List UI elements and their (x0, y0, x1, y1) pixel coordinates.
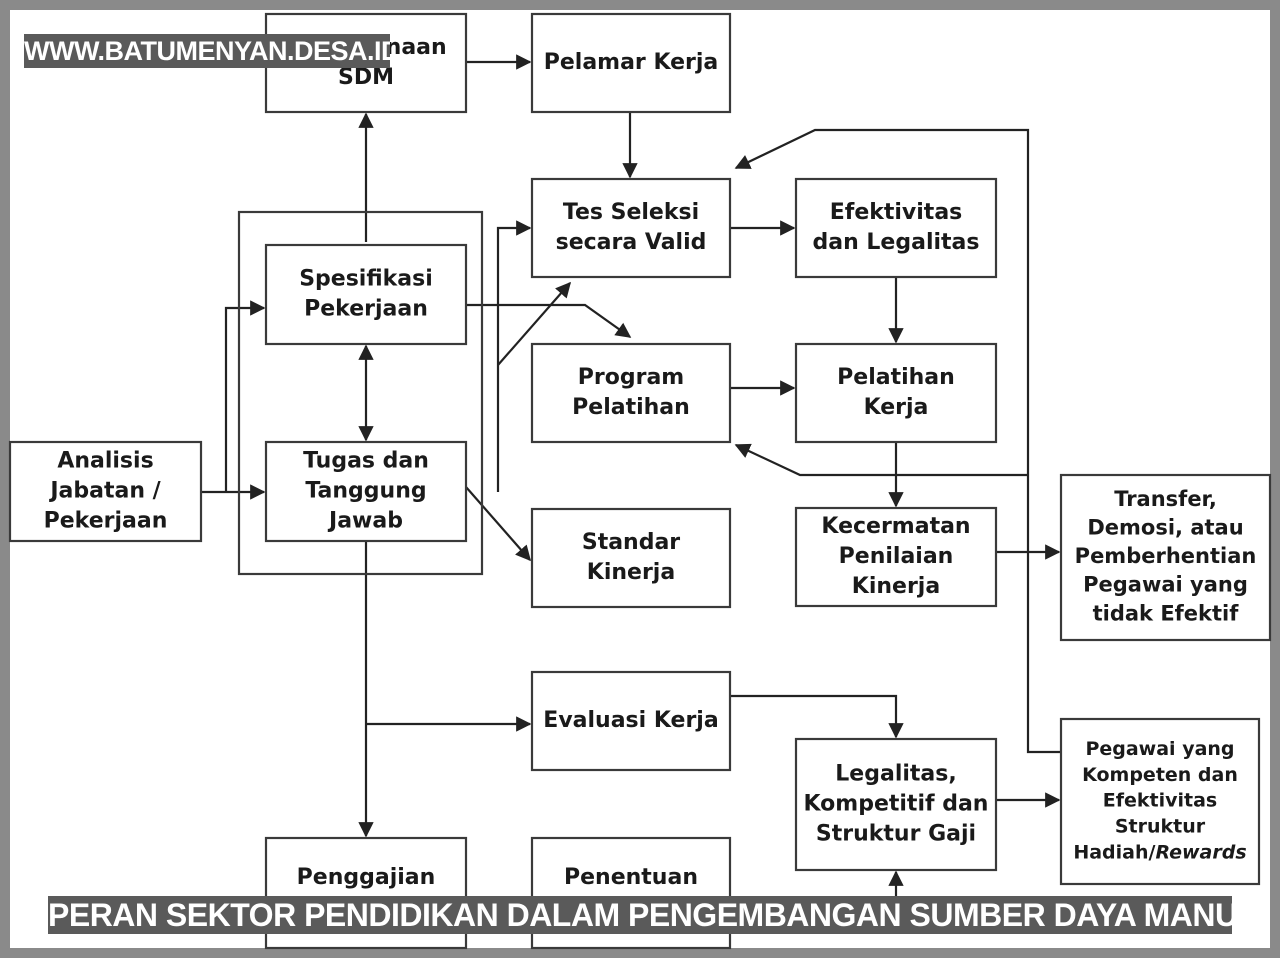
node-box (530, 507, 732, 609)
node-label-line: Pekerjaan (304, 296, 428, 321)
node-box (264, 440, 468, 543)
node-box (794, 506, 998, 608)
connector-arrow (224, 300, 266, 492)
node-label-line: Spesifikasi (299, 266, 433, 291)
node-label-line: Tugas dan (303, 449, 429, 474)
connector-arrow (466, 303, 632, 338)
node-label-line: Kerja (864, 395, 929, 420)
node-box (530, 177, 732, 279)
node-label-line: Pegawai yang (1083, 573, 1248, 597)
node-box (8, 440, 203, 543)
connector-arrow (496, 220, 532, 492)
node-transfer: Transfer, Demosi, atauPemberhentianPegawa… (1059, 473, 1272, 642)
node-box (794, 177, 998, 279)
node-label-line: Kecermatan (821, 514, 970, 539)
node-label-italic: Rewards (1155, 841, 1246, 863)
node-label-line: Hadiah/Rewards (1073, 841, 1246, 863)
connector-arrow (730, 694, 904, 739)
node-label-line: Pelatihan (572, 395, 690, 420)
node-efektivitas: Efektivitas dan Legalitas (794, 177, 998, 279)
node-label-line: Kinerja (587, 560, 675, 585)
watermark-url: WWW.BATUMENYAN.DESA.ID (24, 34, 390, 68)
node-pelamar: Pelamar Kerja (530, 12, 732, 114)
node-label-line: tidak Efektif (1093, 601, 1240, 625)
caption-title: PERAN SEKTOR PENDIDIKAN DALAM PENGEMBANG… (48, 896, 1232, 934)
node-label-line: Tanggung (305, 478, 426, 503)
node-label-line: Kompeten dan (1082, 764, 1238, 786)
node-label-line: Efektivitas (830, 200, 963, 225)
node-box (264, 243, 468, 346)
node-label-line: Evaluasi Kerja (543, 708, 718, 733)
node-label-line: Efektivitas (1103, 790, 1217, 812)
node-box (794, 342, 998, 444)
node-box (530, 342, 732, 444)
node-label-line: Penentuan (564, 865, 698, 890)
connector-arrow (734, 443, 1028, 477)
node-label-line: Jabatan / (48, 478, 161, 503)
node-label-line: Struktur (1115, 815, 1206, 837)
connector-arrow (465, 486, 532, 562)
node-label-line: Kompetitif dan (804, 791, 989, 816)
node-label-line: Penilaian (839, 544, 954, 569)
node-label-line: Analisis (57, 449, 153, 474)
node-label-line: Struktur Gaji (816, 821, 976, 846)
node-label-line: Pemberhentian (1075, 544, 1257, 568)
node-label-line: Demosi, atau (1087, 516, 1243, 540)
node-label-line: Pelamar Kerja (544, 50, 719, 75)
node-evaluasi: Evaluasi Kerja (530, 670, 732, 772)
node-label-line: Penggajian (297, 865, 436, 890)
connector-lines (201, 54, 1061, 896)
node-label-line: secara Valid (556, 230, 707, 255)
node-box (530, 12, 732, 114)
node-box (530, 670, 732, 772)
node-label-line: SDM (338, 65, 394, 90)
node-label-line: Legalitas, (835, 762, 956, 787)
node-label-line: Kinerja (852, 574, 940, 599)
node-label-line: Pekerjaan (44, 508, 168, 533)
node-label-line: Pelatihan (837, 365, 955, 390)
node-box (1059, 717, 1261, 886)
node-box (1059, 473, 1272, 642)
node-label-line: Standar (582, 530, 680, 555)
node-box (794, 737, 998, 872)
node-label-line: Tes Seleksi (563, 200, 699, 225)
node-label-line: dan Legalitas (813, 230, 980, 255)
node-label-line: Pegawai yang (1085, 738, 1234, 760)
node-label-line: Program (578, 365, 684, 390)
node-tes: Tes Seleksi secara Valid (530, 177, 732, 279)
node-label-line: Transfer, (1114, 487, 1217, 511)
connector-arrow (734, 128, 1061, 754)
group-box-job-analysis (237, 210, 484, 576)
connector-arrow (497, 281, 572, 366)
node-label-line: Jawab (327, 508, 403, 533)
